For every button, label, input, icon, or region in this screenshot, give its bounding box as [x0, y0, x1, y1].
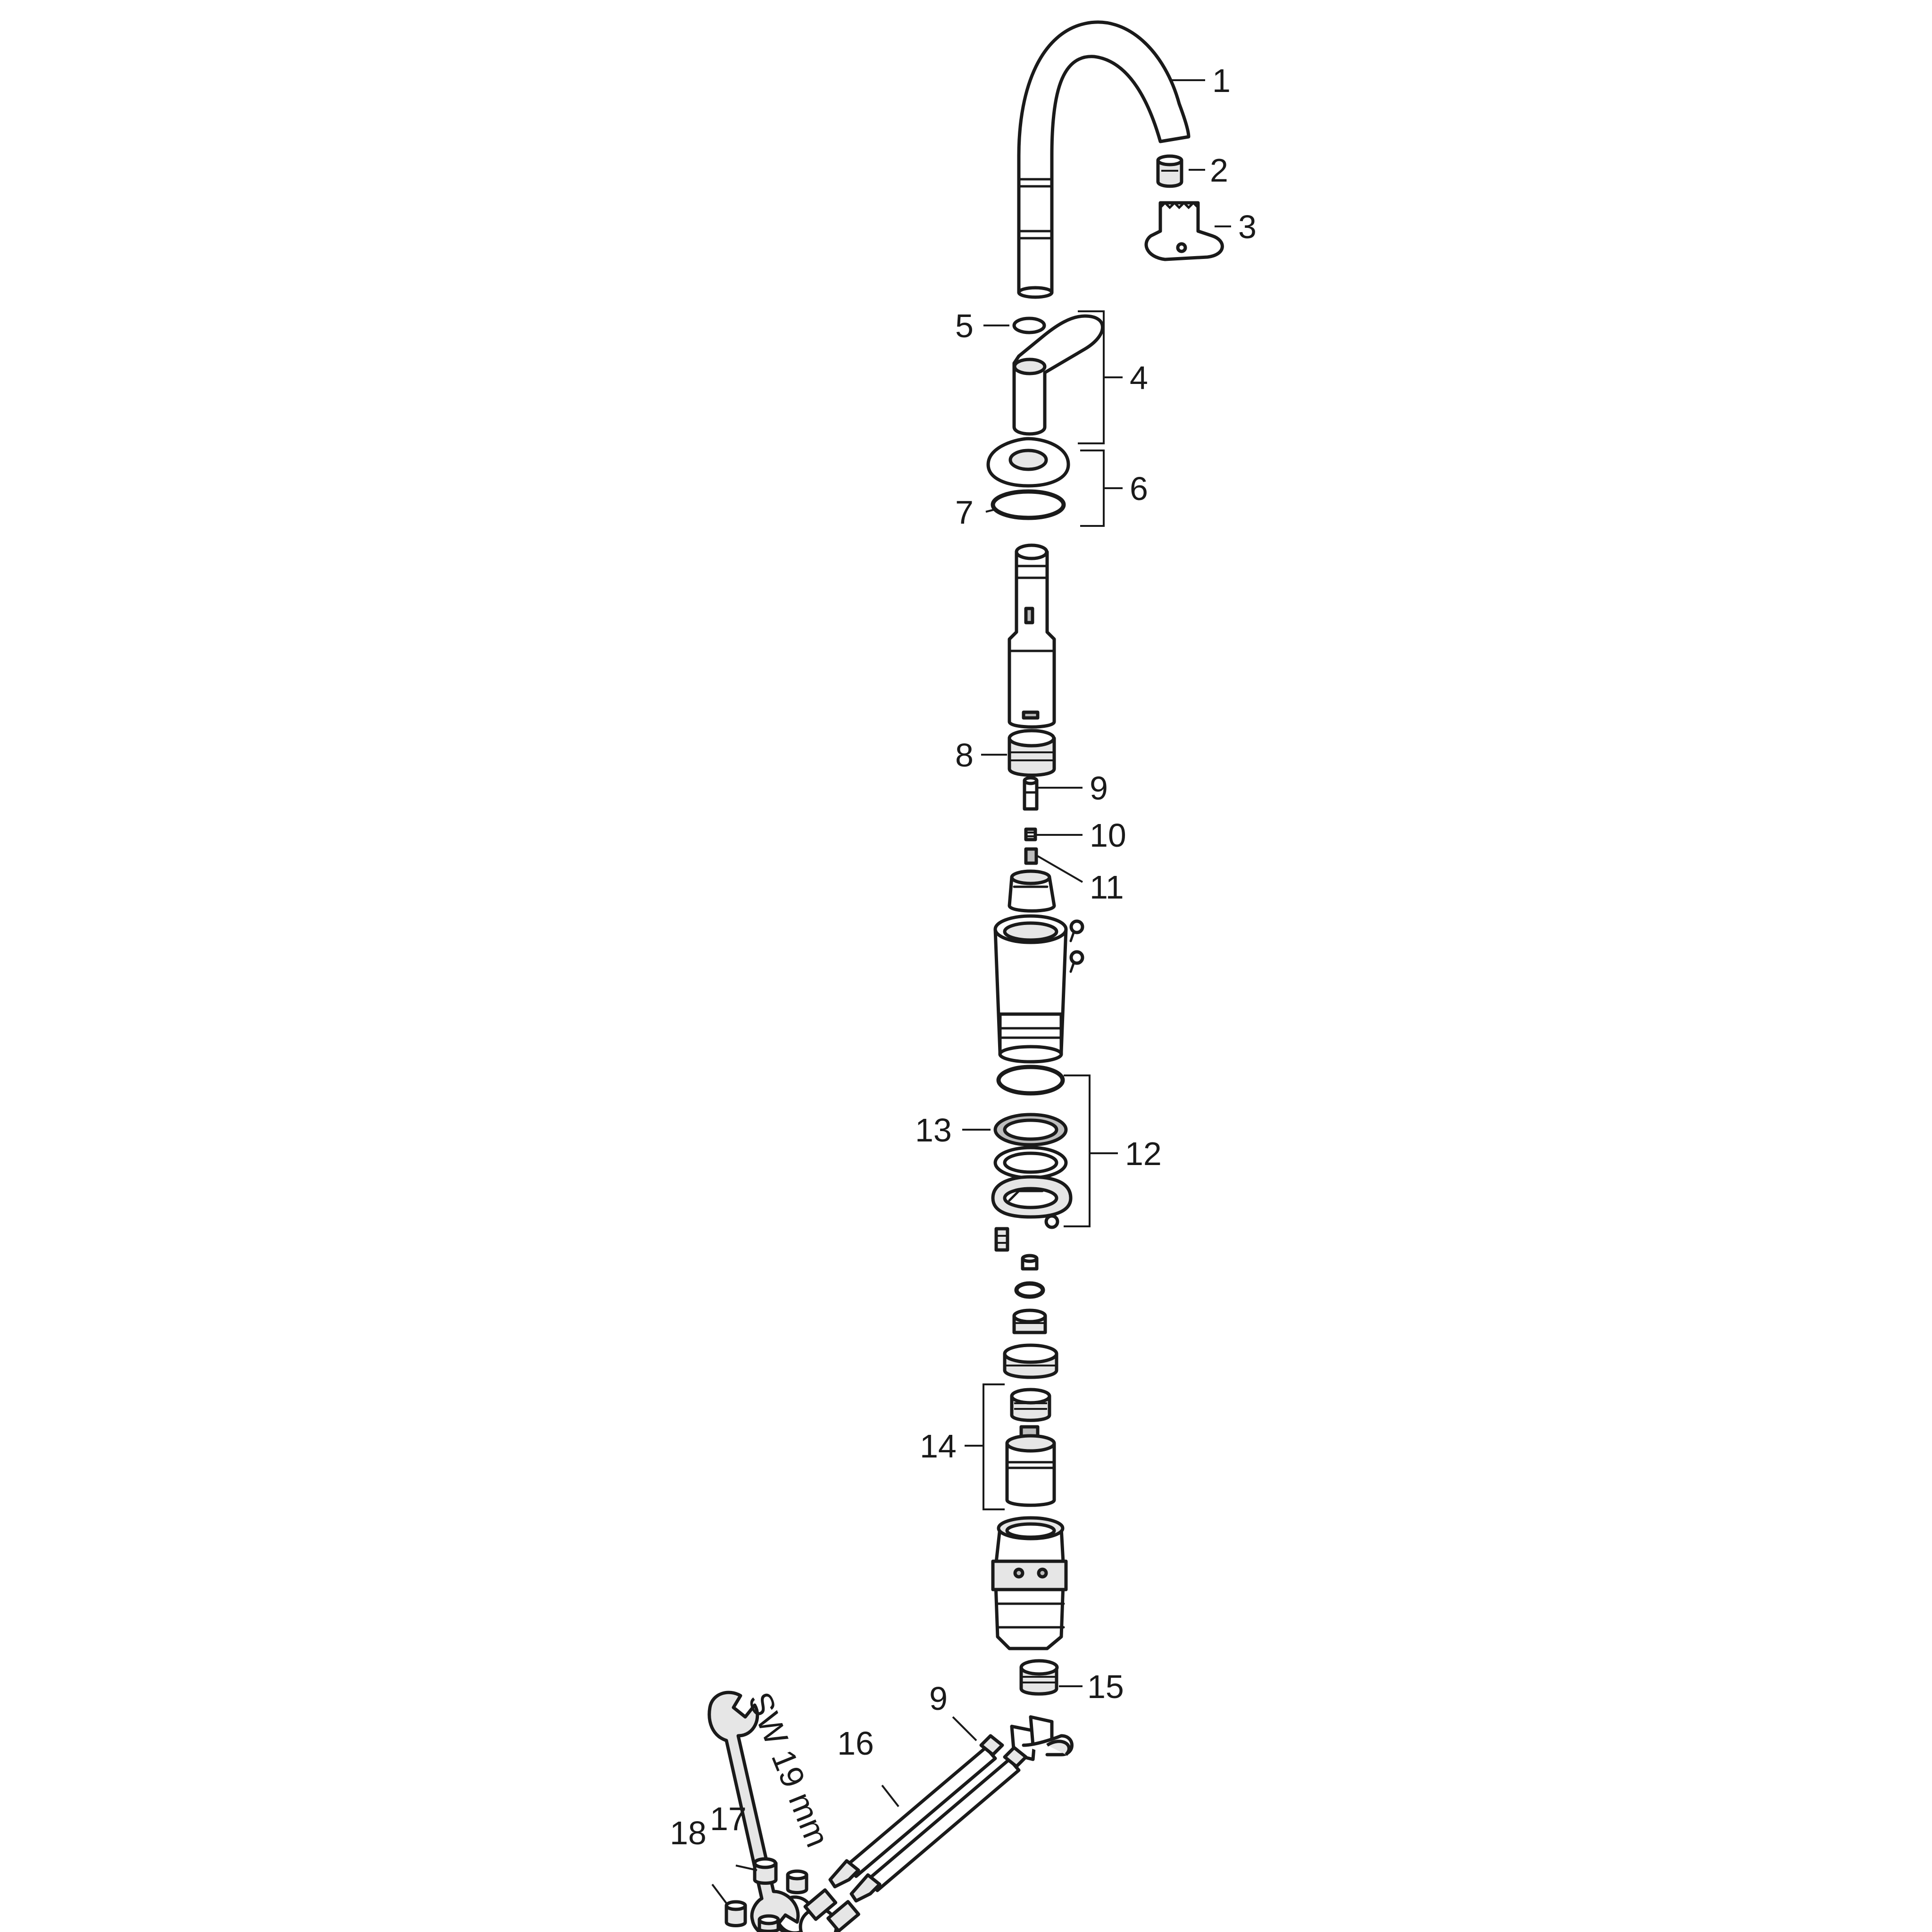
- part-reducers: [724, 1900, 780, 1932]
- part-threaded-ring: [1003, 1343, 1058, 1379]
- part-mounting-set: [991, 1065, 1073, 1219]
- label-10: 10: [1090, 817, 1126, 854]
- part-small-nut: [1021, 1254, 1039, 1271]
- part-bushing: [1008, 729, 1056, 777]
- part-extension-spindle: [1008, 543, 1056, 729]
- label-3: 3: [1238, 208, 1257, 245]
- label-16: 16: [837, 1725, 874, 1762]
- part-spring-washer: [1012, 1308, 1047, 1334]
- part-lever-handle: [1012, 314, 1104, 436]
- part-pin: [1023, 776, 1039, 811]
- part-cartridge-cap: [1008, 869, 1056, 913]
- part-body-sleeve: [993, 914, 1068, 1064]
- group-brackets: [965, 310, 1123, 1510]
- part-o-ring-top: [1012, 316, 1046, 334]
- leader-lines: [711, 79, 1231, 1904]
- part-small-screw: [1024, 847, 1038, 865]
- label-6: 6: [1130, 470, 1148, 507]
- label-9: 9: [1090, 770, 1108, 807]
- part-threaded-insert: [1019, 1659, 1059, 1696]
- label-15: 15: [1087, 1668, 1124, 1705]
- part-cartridge: [1005, 1388, 1056, 1507]
- label-4: 4: [1130, 359, 1148, 396]
- part-seal-ring: [991, 489, 1066, 520]
- label-12: 12: [1125, 1135, 1162, 1172]
- label-9-hoses: 9: [929, 1680, 948, 1717]
- label-18: 18: [670, 1815, 707, 1851]
- label-11: 11: [1090, 869, 1124, 906]
- label-8: 8: [955, 737, 974, 774]
- label-5: 5: [955, 308, 974, 344]
- part-nipples: [753, 1857, 808, 1894]
- part-aerator: [1156, 154, 1183, 188]
- label-2: 2: [1210, 152, 1228, 189]
- part-fixing-screws: [1069, 919, 1084, 973]
- part-spring: [1024, 827, 1037, 841]
- part-spout: [1017, 20, 1191, 299]
- label-7: 7: [955, 494, 974, 531]
- part-cover-cap: [986, 437, 1070, 488]
- label-14: 14: [920, 1428, 957, 1465]
- label-1: 1: [1212, 62, 1231, 99]
- label-13: 13: [915, 1112, 952, 1149]
- part-mixer-body: [991, 1516, 1068, 1650]
- part-aerator-key: [1144, 201, 1224, 261]
- part-washer-small: [1014, 1281, 1045, 1299]
- label-17: 17: [710, 1800, 747, 1837]
- part-number-labels: 1 2 3 4 5 6 7 8 9 10 11 12 13 14 15 16 1…: [670, 62, 1257, 1851]
- part-clamp-screws: [994, 1214, 1059, 1252]
